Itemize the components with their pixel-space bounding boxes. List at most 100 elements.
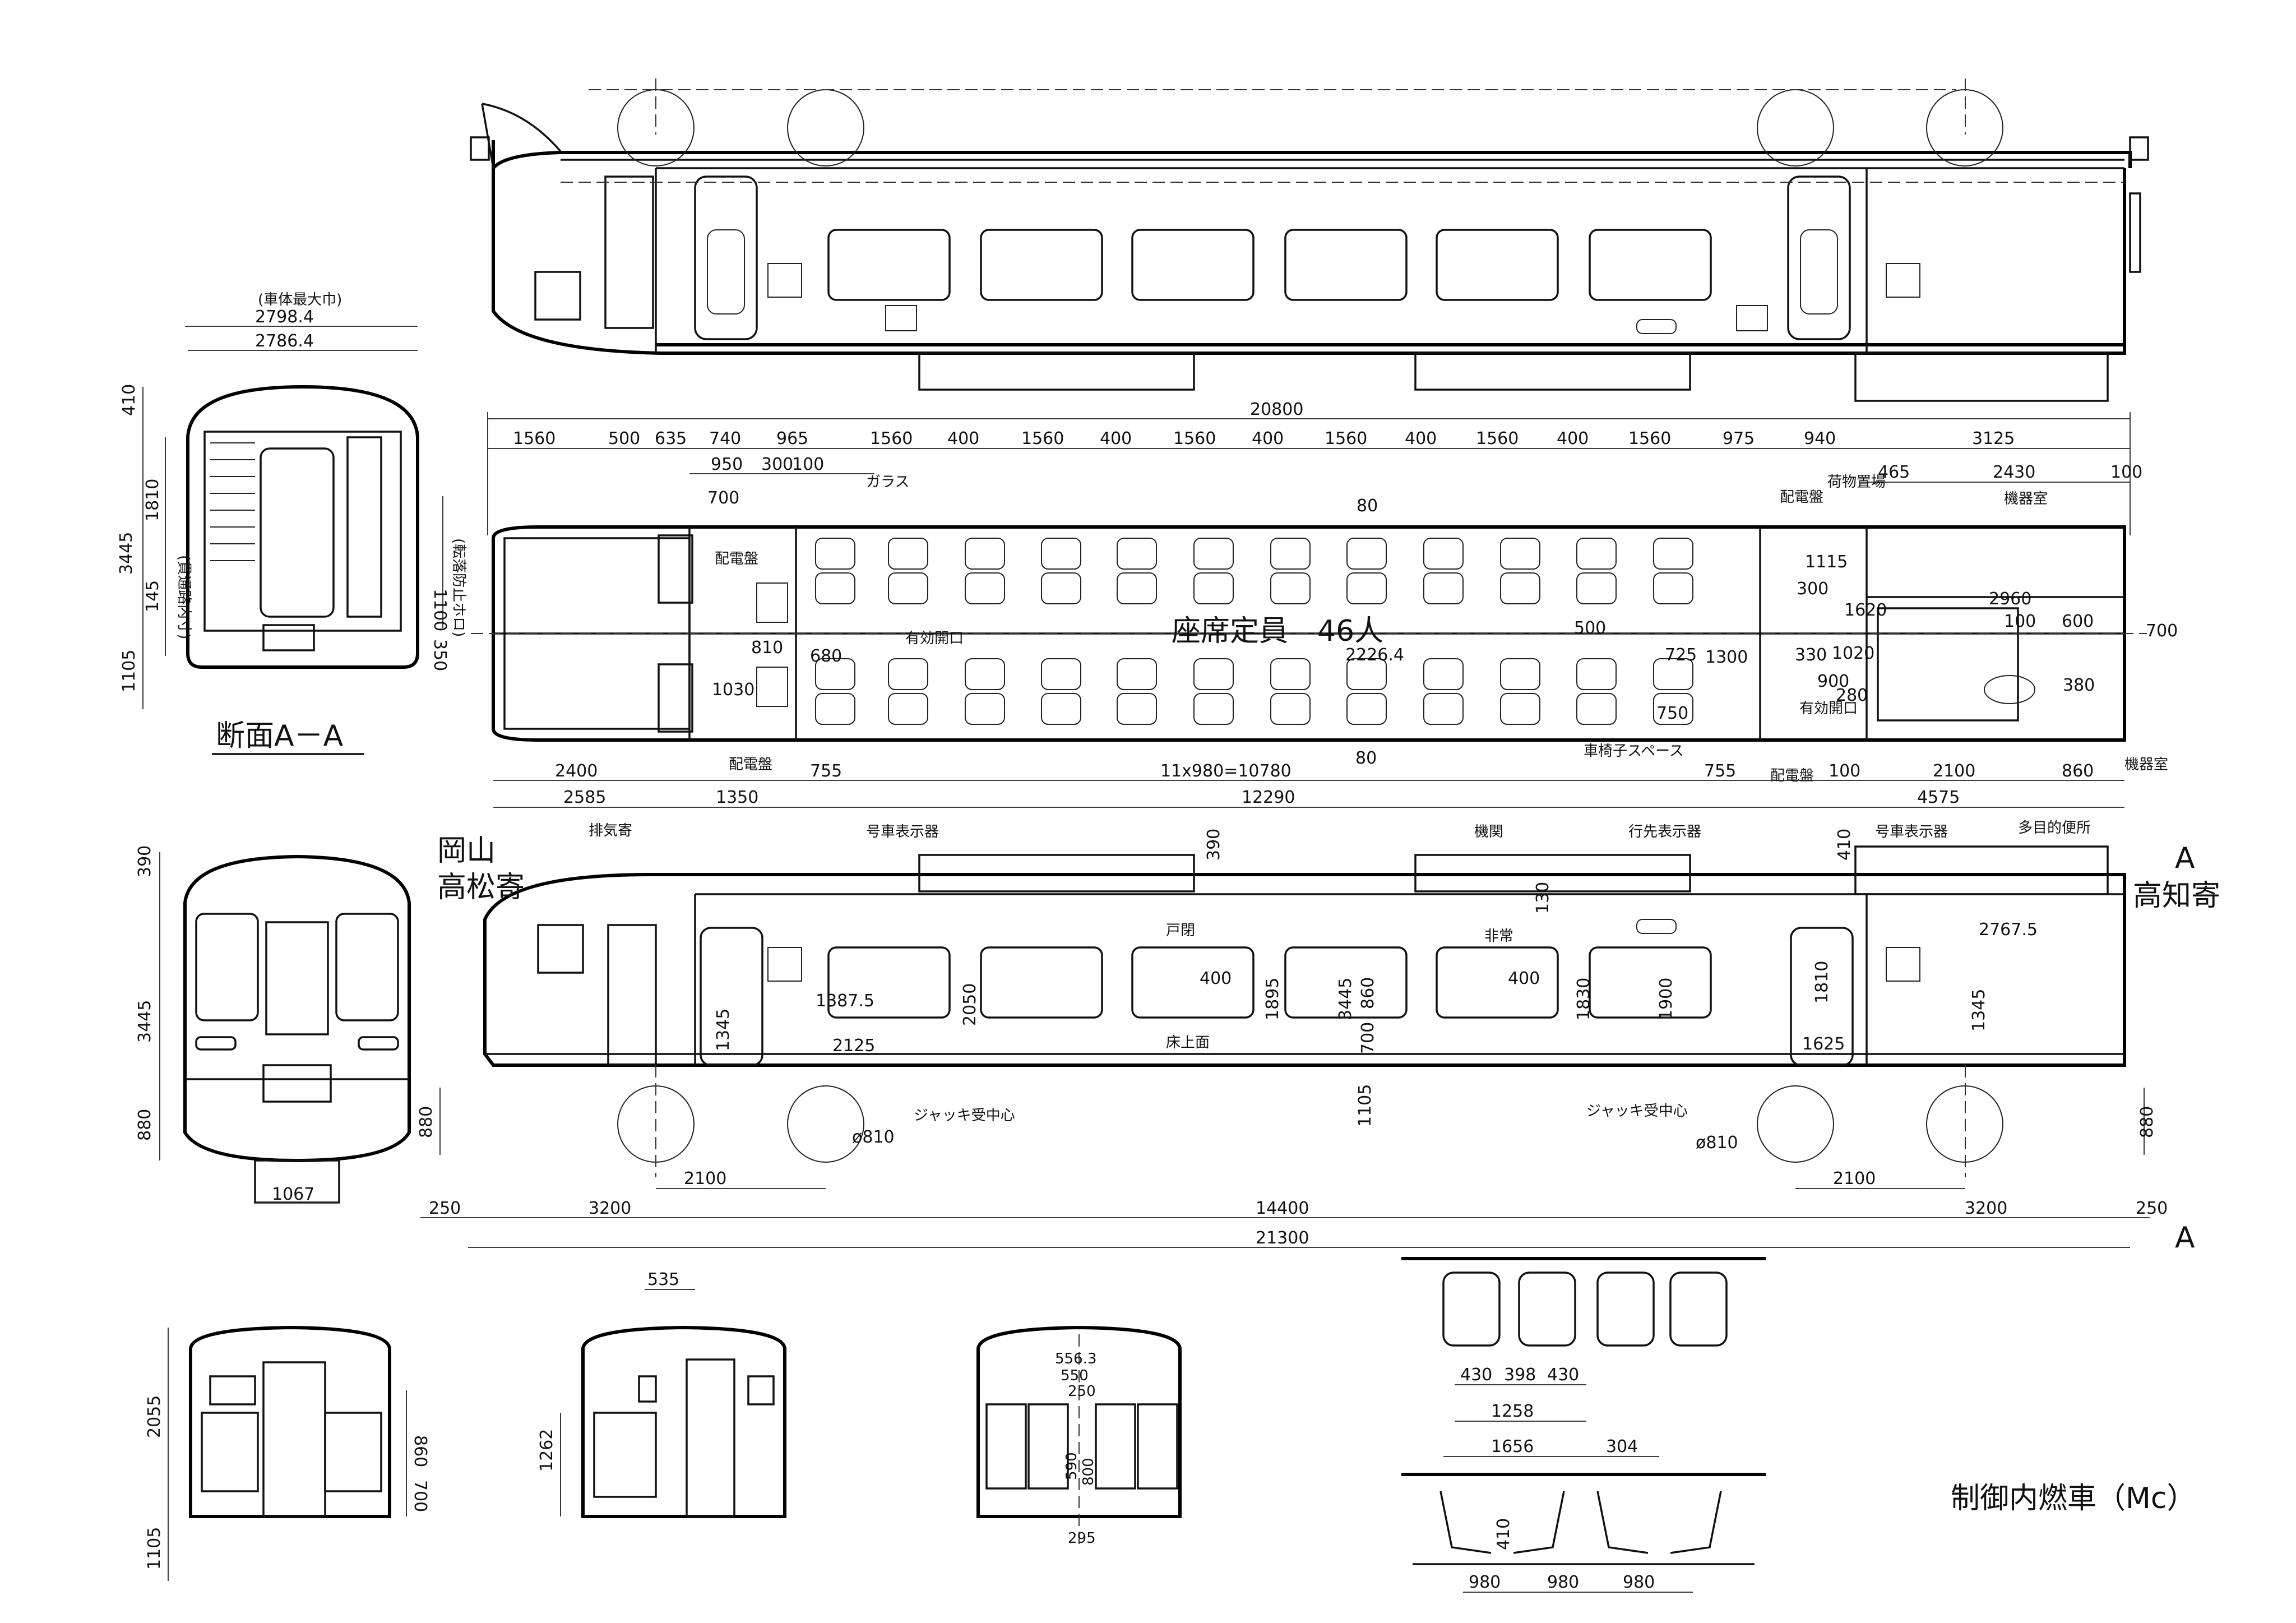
seat-dim-430a: 430 <box>1460 1365 1492 1385</box>
dim-plan-overall: 20800 <box>1250 400 1303 419</box>
dim-465: 465 <box>1878 463 1910 482</box>
dim-80-bottom: 80 <box>1355 748 1377 768</box>
dim-top-14: 1560 <box>1476 429 1519 448</box>
dim-top-8: 1560 <box>1021 429 1064 448</box>
dim-bottom-755a: 755 <box>810 761 842 781</box>
dim-700-cab: 700 <box>707 488 739 508</box>
dim-810: 810 <box>751 638 783 658</box>
dim-280: 280 <box>1836 686 1868 705</box>
direction-left-line1: 岡山 <box>437 834 496 868</box>
dim-bottom-2585: 2585 <box>563 788 606 807</box>
seat-dim-398: 398 <box>1504 1365 1536 1385</box>
seat-dim-410: 410 <box>1494 1518 1513 1550</box>
seat-dim-980a: 980 <box>1469 1573 1501 1592</box>
dim-750: 750 <box>1656 704 1688 723</box>
label-jack-center-b: ジャッキ受中心 <box>1586 1103 1688 1120</box>
front-view: 390 3445 880 1067 <box>135 845 411 1204</box>
lower-window-row <box>827 946 1712 1019</box>
seat-dim-980c: 980 <box>1623 1573 1655 1592</box>
label-jack-center-a: ジャッキ受中心 <box>914 1107 1015 1124</box>
interior-end-view-3: 556.3 550 250 590 800 295 <box>976 1325 1182 1547</box>
dim-top-6: 1560 <box>870 429 913 448</box>
dim-top-2: 500 <box>608 429 640 448</box>
direction-right: 高知寄 <box>2133 879 2220 913</box>
dim-2960: 2960 <box>1989 589 2031 609</box>
seat-capacity-label: 座席定員 46人 <box>1172 614 1383 648</box>
dim-1020: 1020 <box>1832 644 1874 663</box>
label-floor-level: 床上面 <box>1166 1034 1210 1051</box>
label-glass: ガラス <box>866 474 909 491</box>
label-door-closed: 戸閉 <box>1166 922 1195 939</box>
dim-side-1105: 1105 <box>1355 1084 1375 1127</box>
label-distribution-panel-c: 配電盤 <box>1780 489 1823 506</box>
side-view-lower: 岡山 高松寄 高知寄 A A 号車表示器 機関 行先表示器 号車表示器 戸閉 非… <box>416 824 2220 1255</box>
seat-detail: 430 398 430 1258 1656 304 410 980 980 98… <box>1401 1257 1766 1593</box>
dim-section-3445: 3445 <box>117 532 136 575</box>
dim-front-880: 880 <box>135 1109 155 1141</box>
dim-1115: 1115 <box>1805 552 1848 572</box>
label-effective-opening-b: 有効開口 <box>1799 700 1858 717</box>
dim-side-1625: 1625 <box>1802 1034 1845 1054</box>
label-wheelchair-space: 車椅子スペース <box>1584 743 1684 760</box>
dim-int-2055: 2055 <box>145 1395 164 1438</box>
label-car-number-display-a: 号車表示器 <box>866 824 939 840</box>
dim-80-top: 80 <box>1357 496 1378 516</box>
dim-top-16: 1560 <box>1628 429 1671 448</box>
dim-section-1810: 1810 <box>143 479 163 521</box>
dim-1620: 1620 <box>1844 600 1887 620</box>
interior-end-view-1: 2055 1105 860 700 <box>145 1325 430 1581</box>
seat-dim-980b: 980 <box>1547 1573 1579 1592</box>
section-a-a: (車体最大巾) 2798.4 2786.4 410 3445 1810 (貫通路… <box>117 292 467 755</box>
dim-300-right: 300 <box>1797 579 1829 599</box>
dim-side-2100b: 2100 <box>1833 1169 1876 1189</box>
dim-section-2786: 2786.4 <box>255 331 314 351</box>
seat-dim-304: 304 <box>1606 1437 1638 1456</box>
dim-100-right: 100 <box>2110 463 2142 482</box>
dim-1300: 1300 <box>1705 648 1748 667</box>
dim-top-18: 940 <box>1804 429 1836 448</box>
dim-int-1262: 1262 <box>537 1429 557 1472</box>
dim-700-right: 700 <box>2146 621 2178 641</box>
dim-int-250: 250 <box>1068 1383 1096 1400</box>
section-a-a-title: 断面A－A <box>216 719 344 753</box>
dim-1030: 1030 <box>712 680 754 700</box>
dim-side-1810: 1810 <box>1812 961 1832 1004</box>
dim-section-145: 145 <box>143 580 163 612</box>
dim-bottom-2400: 2400 <box>555 761 598 781</box>
label-effective-opening-a: 有効開口 <box>905 630 964 647</box>
section-marker-bottom: A <box>2175 1221 2195 1255</box>
dim-side-1387: 1387.5 <box>816 991 874 1011</box>
label-equipment-room-a: 機器室 <box>2004 491 2048 507</box>
dim-side-410: 410 <box>1835 829 1854 861</box>
dim-int-535: 535 <box>647 1270 679 1289</box>
label-emergency: 非常 <box>1484 928 1513 945</box>
interior-end-view-2: 535 1262 <box>537 1270 786 1518</box>
dim-380: 380 <box>2063 676 2095 695</box>
dim-side-2100a: 2100 <box>684 1169 726 1189</box>
dim-side-1895: 1895 <box>1263 978 1283 1020</box>
dim-cab-100: 100 <box>792 455 824 474</box>
dim-bottom-2100: 2100 <box>1933 761 1975 781</box>
dim-side-250b: 250 <box>2136 1199 2168 1218</box>
dim-bottom-4575: 4575 <box>1917 788 1960 807</box>
label-machine: 機関 <box>1474 824 1503 840</box>
dim-top-19: 3125 <box>1972 429 2015 448</box>
dim-side-21300: 21300 <box>1256 1228 1309 1248</box>
label-distribution-panel-a: 配電盤 <box>715 551 758 567</box>
dim-side-3200b: 3200 <box>1965 1199 2007 1218</box>
dim-side-2050: 2050 <box>960 983 980 1026</box>
dim-bottom-10780: 11x980=10780 <box>1160 761 1292 781</box>
label-distribution-panel-d: 配電盤 <box>1770 767 1814 784</box>
dim-600: 600 <box>2062 612 2094 631</box>
sheet-title: 制御内燃車（Mc） <box>1951 1482 2196 1515</box>
dim-bottom-1350: 1350 <box>716 788 758 807</box>
dim-900: 900 <box>1817 672 1849 691</box>
dim-top-12: 1560 <box>1325 429 1367 448</box>
wheel-dia-b: ø810 <box>1696 1133 1738 1153</box>
label-distribution-panel-b: 配電盤 <box>729 756 772 773</box>
dim-int-800: 800 <box>1080 1458 1097 1486</box>
label-through-passage: (貫通路内寸) <box>175 555 192 639</box>
plan-view: 20800 1560 500 635 740 965 1560 400 1560… <box>471 400 2178 839</box>
dim-top-15: 400 <box>1557 429 1589 448</box>
